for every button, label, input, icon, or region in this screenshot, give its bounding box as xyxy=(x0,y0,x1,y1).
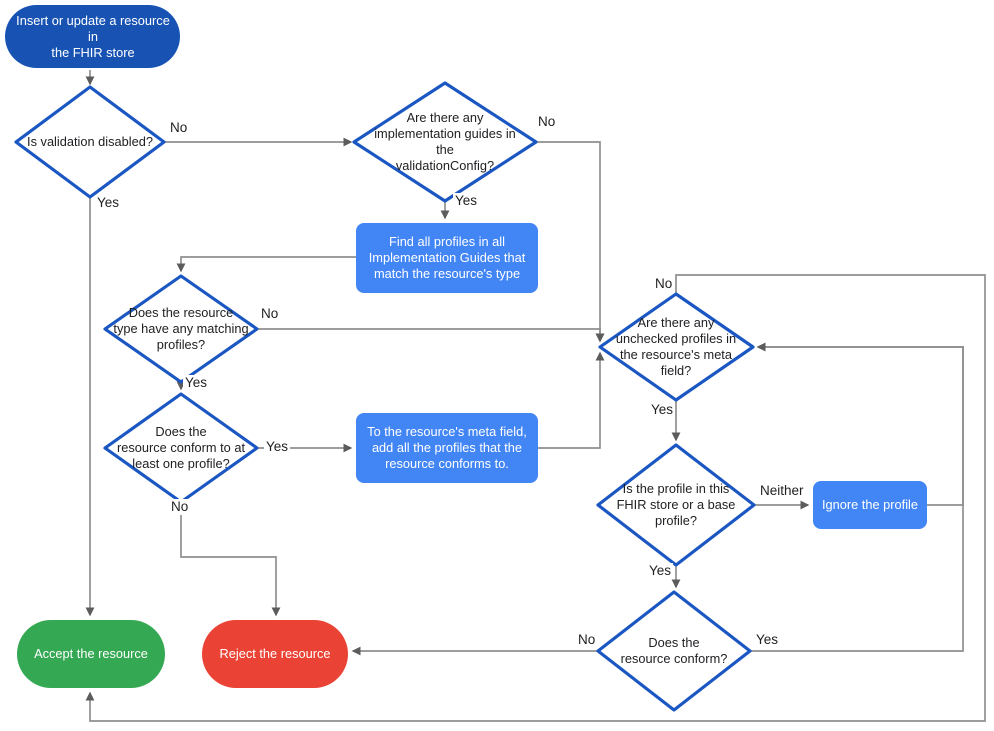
process-add-profiles-meta-shape xyxy=(356,413,538,483)
decision-implementation-guides-shape xyxy=(352,81,538,203)
node-start-shape xyxy=(5,5,180,68)
decision-conform-one-profile-shape xyxy=(103,392,259,504)
decision-matching-profiles-shape xyxy=(103,274,259,384)
decision-profile-in-store-shape xyxy=(596,443,756,567)
terminator-accept-shape xyxy=(17,620,165,688)
process-ignore-profile-shape xyxy=(813,481,927,529)
decision-validation-disabled-shape xyxy=(14,85,166,199)
edge-matching-no-to-unchecked xyxy=(257,328,605,343)
edge-conform-one-no-to-reject xyxy=(180,503,281,617)
decision-resource-conform-shape xyxy=(596,590,752,712)
process-find-profiles-shape xyxy=(356,223,538,293)
edge-conform-yes-to-unchecked xyxy=(750,342,964,652)
terminator-reject-shape xyxy=(202,620,348,688)
edge-add-profiles-to-unchecked xyxy=(536,351,605,449)
edge-guides-no-to-unchecked xyxy=(535,141,605,343)
edge-find-profiles-to-matching xyxy=(176,256,356,273)
decision-unchecked-profiles-shape xyxy=(598,292,755,402)
edge-unchecked-no-to-accept xyxy=(85,274,986,722)
